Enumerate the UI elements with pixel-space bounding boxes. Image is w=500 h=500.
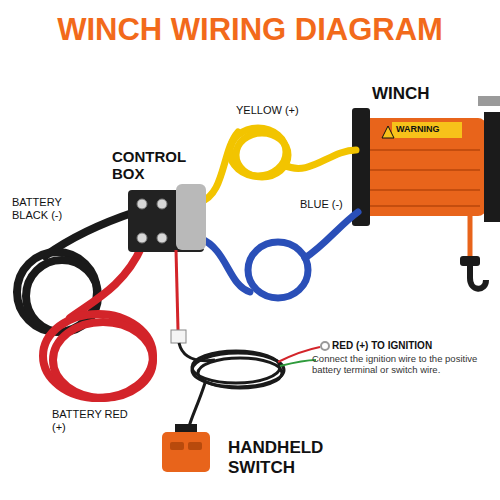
solenoid — [176, 184, 206, 250]
handheld-remote — [162, 432, 210, 472]
part-label: CONTROL BOX — [112, 148, 192, 183]
remote-button — [170, 442, 184, 450]
green-wire — [280, 360, 316, 366]
wire-label: BLUE (-) — [300, 198, 360, 211]
hook-stopper — [460, 256, 480, 266]
winch-motor — [484, 112, 500, 222]
wire-label: BATTERY BLACK (-) — [12, 196, 94, 221]
switch-cable-bundle — [179, 343, 284, 430]
warning-triangle — [382, 126, 394, 138]
part-label: HANDHELD SWITCH — [228, 438, 338, 477]
switch-lead — [176, 250, 178, 330]
note-text: Connect the ignition wire to the positiv… — [312, 354, 496, 376]
remote-button — [188, 442, 202, 450]
plug-connector — [171, 330, 186, 343]
part-label: WINCH — [372, 84, 472, 104]
winch-end-plate — [352, 108, 370, 226]
rope-wraps — [368, 150, 480, 206]
terminals — [137, 199, 167, 243]
wire-label: BATTERY RED (+) — [52, 408, 132, 433]
winch-hook — [470, 262, 486, 289]
warning-sticker — [392, 122, 462, 138]
diagram-title: WINCH WIRING DIAGRAM — [0, 12, 500, 48]
yellow-wire — [200, 128, 356, 202]
warning-text: WARNING — [396, 124, 460, 134]
winch-rod — [478, 96, 500, 106]
ring-terminal — [321, 342, 329, 350]
red-battery-cable — [43, 246, 153, 398]
winch-drum — [362, 118, 486, 216]
winch-rope — [468, 216, 473, 262]
wire-label: RED (+) TO IGNITION — [332, 340, 492, 352]
blue-wire — [200, 212, 358, 298]
wire-label: YELLOW (+) — [236, 104, 326, 117]
